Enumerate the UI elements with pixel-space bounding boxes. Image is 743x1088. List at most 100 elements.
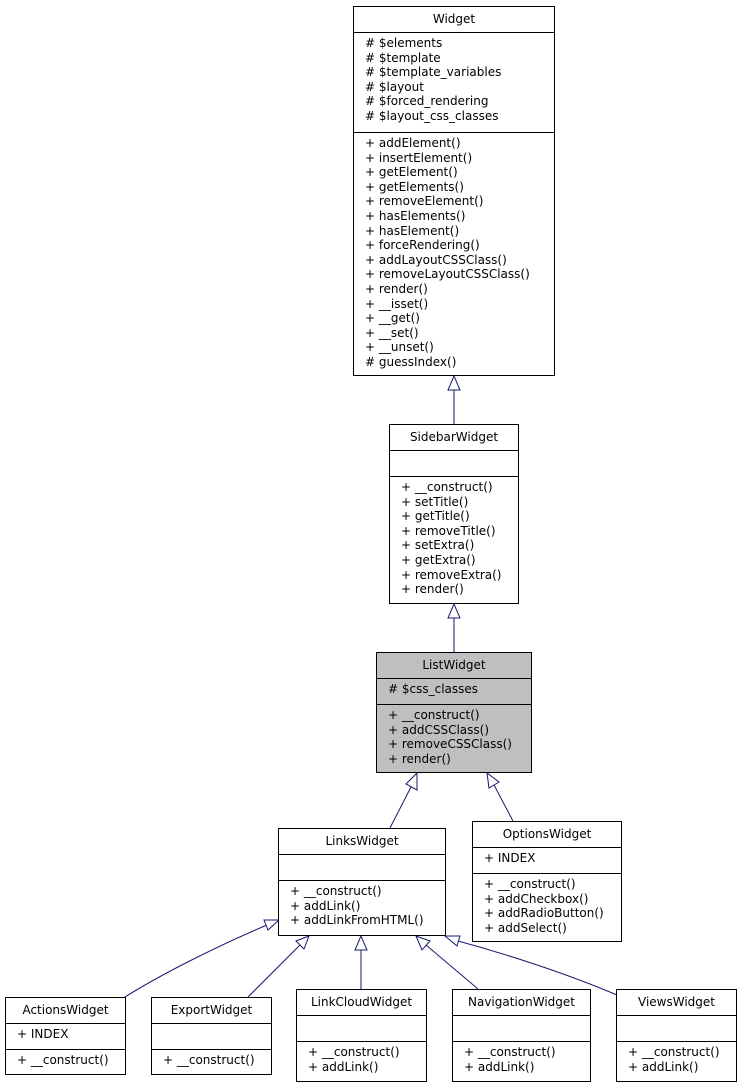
methods-section: + __construct() + addLink() [453,1041,590,1078]
attribute: # $forced_rendering [365,94,489,109]
edge-optionswidget-listwidget [493,784,514,822]
method: + insertElement() [365,150,473,165]
methods-section: + __construct() + addCheckbox() + addRad… [473,873,621,939]
class-widget[interactable]: Widget # $elements # $template # $templa… [353,6,555,376]
method: + addLink() [308,1059,379,1074]
class-viewswidget[interactable]: ViewsWidget + __construct() + addLink() [616,989,737,1082]
method: + __construct() [17,1053,109,1067]
method: + __construct() [464,1045,556,1059]
methods-section: + __construct() [152,1049,271,1072]
method: + addCheckbox() [484,891,589,906]
class-listwidget[interactable]: ListWidget # $css_classes + __construct(… [376,652,532,773]
method: + __get() [365,311,420,326]
arrowhead-listwidget-right [486,771,500,789]
class-name: LinksWidget [325,834,399,848]
method: + render() [388,751,451,766]
edge-exportwidget-linkswidget [247,944,301,998]
attribute: + INDEX [17,1027,69,1041]
methods-section: + __construct() + addLink() [617,1041,736,1078]
attribute: # $elements [365,36,443,50]
attribute: # $layout [365,79,424,94]
method: + getElements() [365,179,464,194]
attributes-section [453,1015,590,1041]
method: + render() [401,582,464,597]
method: + getElement() [365,165,458,180]
class-name: ExportWidget [170,1003,253,1017]
methods-section: + __construct() + addLink() + addLinkFro… [279,880,445,932]
class-name: SidebarWidget [409,430,499,444]
method: + removeExtra() [401,567,502,582]
method: + addLink() [464,1059,535,1074]
methods-section: + __construct() [6,1049,125,1072]
class-exportwidget[interactable]: ExportWidget + __construct() [151,997,272,1075]
class-name: OptionsWidget [502,827,592,841]
method: + removeElement() [365,194,484,209]
method: + addRadioButton() [484,906,604,921]
method: + getTitle() [401,509,470,524]
method: + hasElement() [365,223,460,238]
method: + __unset() [365,340,434,355]
class-linkcloudwidget[interactable]: LinkCloudWidget + __construct() + addLin… [296,989,427,1082]
class-name: ListWidget [422,658,486,672]
edge-navigationwidget-linkswidget [425,944,479,990]
arrowhead-linkswidget-1 [263,919,281,931]
attributes-section [390,450,518,476]
method: # guessIndex() [365,354,457,369]
methods-section: + __construct() + setTitle() + getTitle(… [390,476,518,601]
method: + getExtra() [401,552,476,567]
edge-linkswidget-listwidget [389,784,413,829]
class-sidebarwidget[interactable]: SidebarWidget + __construct() + setTitle… [389,424,519,604]
class-optionswidget[interactable]: OptionsWidget + INDEX + __construct() + … [472,821,622,942]
method: + hasElements() [365,208,466,223]
attributes-section [297,1015,426,1041]
class-name: ViewsWidget [638,995,715,1009]
edge-viewswidget-linkswidget [457,940,618,996]
method: + addElement() [365,136,461,150]
method: + __construct() [628,1045,720,1059]
method: + __construct() [163,1053,255,1067]
method: + addLayoutCSSClass() [365,252,507,267]
class-actionswidget[interactable]: ActionsWidget + INDEX + __construct() [5,997,126,1075]
method: + __construct() [290,884,382,898]
methods-section: + addElement() + insertElement() + getEl… [354,132,554,374]
attribute: # $template_variables [365,65,502,80]
attributes-section [279,854,445,880]
class-linkswidget[interactable]: LinksWidget + __construct() + addLink() … [278,828,446,936]
arrowhead-linkswidget-3 [354,934,368,951]
method: + __isset() [365,296,429,311]
arrowhead-linkswidget-2 [295,935,310,950]
method: + addSelect() [484,920,567,935]
method: + forceRendering() [365,238,480,253]
method: + __construct() [308,1045,400,1059]
attribute: + INDEX [484,851,536,865]
method: + setTitle() [401,494,469,509]
class-name: Widget [432,12,476,26]
method: + __set() [365,325,419,340]
edge-actionswidget-linkswidget [124,924,268,998]
attribute: # $template [365,50,441,65]
attributes-section [152,1023,271,1049]
attributes-section: # $elements # $template # $template_vari… [354,32,554,132]
methods-section: + __construct() + addCSSClass() + remove… [377,704,531,770]
method: + addLinkFromHTML() [290,913,424,928]
method: + removeTitle() [401,523,496,538]
class-navigationwidget[interactable]: NavigationWidget + __construct() + addLi… [452,989,591,1082]
attributes-section: + INDEX [6,1023,125,1049]
method: + addLink() [628,1059,699,1074]
method: + setExtra() [401,538,475,553]
method: + removeLayoutCSSClass() [365,267,530,282]
attributes-section [617,1015,736,1041]
attributes-section: + INDEX [473,847,621,873]
arrowhead-sidebarwidget [447,602,461,619]
arrowhead-linkswidget-4 [415,935,431,951]
method: + addLink() [290,898,361,913]
attribute: # $css_classes [388,682,479,696]
attribute: # $layout_css_classes [365,108,499,123]
arrowhead-linkswidget-5 [443,935,461,947]
method: + __construct() [401,480,493,494]
method: + render() [365,281,428,296]
methods-section: + __construct() + addLink() [297,1041,426,1078]
attributes-section: # $css_classes [377,678,531,704]
class-name: LinkCloudWidget [310,995,413,1009]
